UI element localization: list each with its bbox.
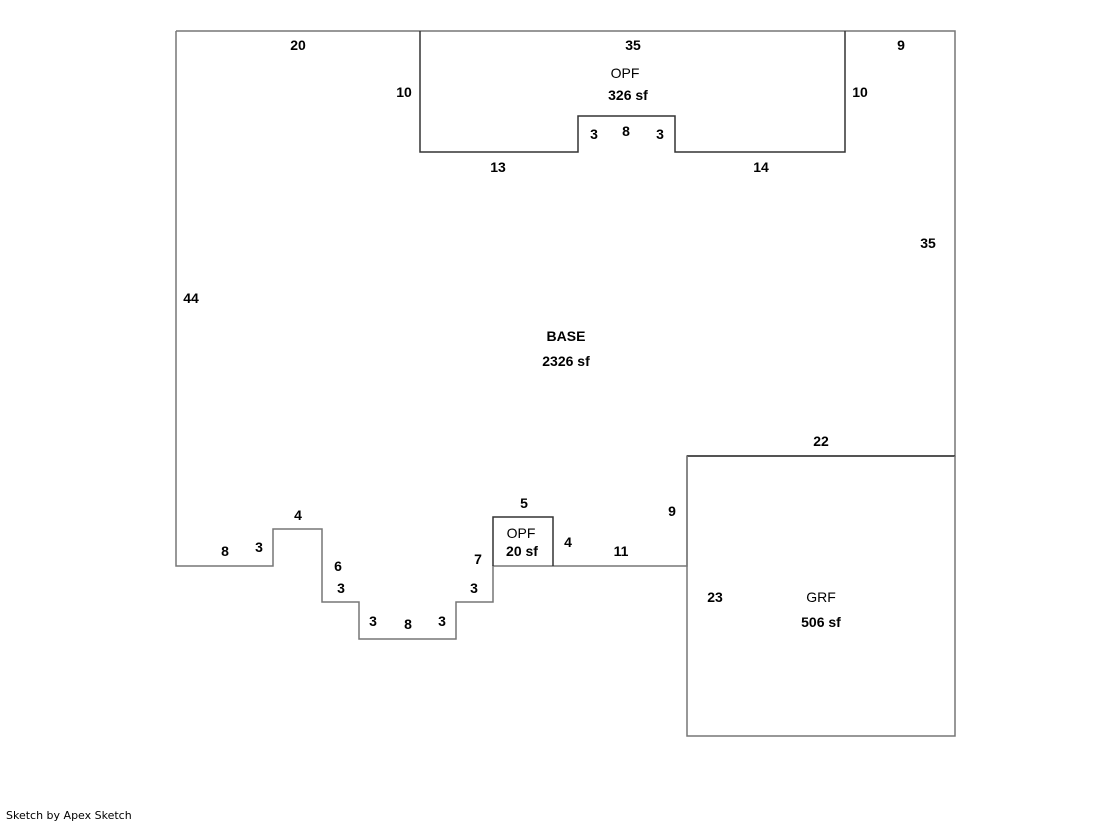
dim-label: 4 [294, 507, 302, 523]
grf-name: GRF [806, 589, 836, 605]
dim-label: 3 [590, 126, 598, 142]
dim-label: 3 [255, 539, 263, 555]
dim-label: 8 [622, 123, 630, 139]
dim-label: 44 [183, 290, 199, 306]
base-area: 2326 sf [542, 353, 590, 369]
dim-label: 13 [490, 159, 506, 175]
dim-label: 6 [334, 558, 342, 574]
grf-outline-lower [686, 456, 956, 737]
dim-label: 10 [852, 84, 868, 100]
dim-label: 8 [404, 616, 412, 632]
grf-area: 506 sf [801, 614, 841, 630]
dim-label: 9 [897, 37, 905, 53]
opf-top-outline [419, 31, 846, 153]
dim-label: 11 [613, 543, 629, 559]
dim-label: 8 [221, 543, 229, 559]
footer-credit: Sketch by Apex Sketch [6, 809, 132, 822]
dim-label: 35 [920, 235, 936, 251]
dim-label: 20 [290, 37, 306, 53]
dim-label: 3 [369, 613, 377, 629]
opf-small-name: OPF [506, 525, 536, 541]
dim-label: 35 [625, 37, 641, 53]
dim-label: 3 [656, 126, 664, 142]
opf-small-outline [492, 516, 554, 566]
dim-label: 23 [707, 589, 723, 605]
opf-small-area: 20 sf [506, 543, 538, 559]
dim-label: 3 [470, 580, 478, 596]
dim-label: 3 [337, 580, 345, 596]
dim-label: 22 [813, 433, 829, 449]
opf-top-name: OPF [610, 65, 640, 81]
dim-label: 3 [438, 613, 446, 629]
dim-label: 9 [668, 503, 676, 519]
opf-top-area: 326 sf [608, 87, 648, 103]
dim-label: 5 [520, 495, 528, 511]
dim-label: 10 [396, 84, 412, 100]
dim-label: 7 [474, 551, 482, 567]
dim-label: 4 [564, 534, 572, 550]
base-name: BASE [546, 328, 586, 344]
dim-label: 14 [753, 159, 769, 175]
